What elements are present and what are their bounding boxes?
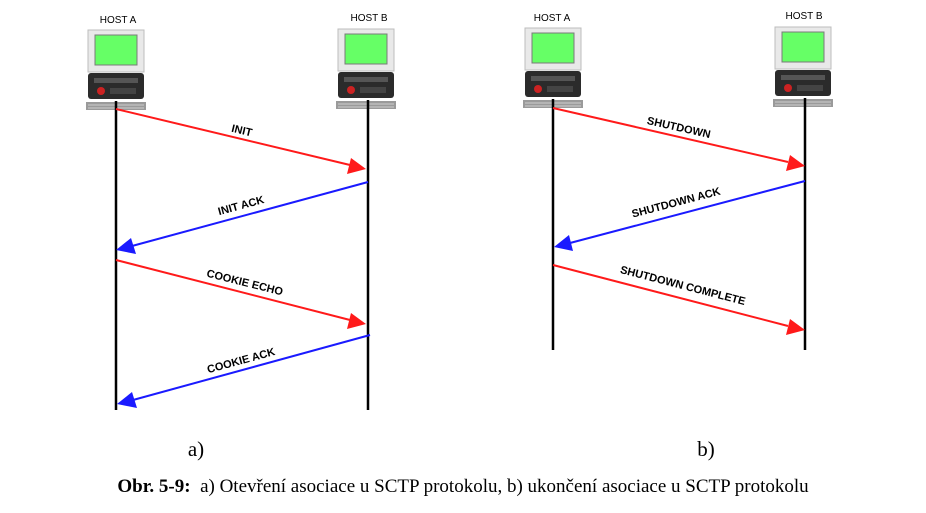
panel-a: HOST A HOST B INIT INIT ACK COOKIE ECHO …: [85, 13, 397, 461]
message-arrow: INIT ACK: [116, 181, 369, 254]
host-b-label: HOST B: [350, 13, 387, 24]
caption-prefix: Obr. 5-9:: [117, 476, 191, 497]
sctp-diagram: HOST A HOST B INIT INIT ACK COOKIE ECHO …: [85, 11, 834, 461]
message-label: COOKIE ACK: [206, 346, 277, 376]
message-arrow: SHUTDOWN: [552, 107, 805, 171]
message-arrow: INIT: [115, 108, 366, 174]
figure-caption: Obr. 5-9: a) Otevření asociace u SCTP pr…: [0, 476, 926, 498]
computer-icon: [522, 27, 584, 109]
computer-icon: [85, 29, 147, 111]
panel-a-subtitle: a): [188, 437, 204, 461]
message-label: INIT ACK: [217, 194, 266, 218]
computer-icon: [335, 28, 397, 110]
message-arrow: SHUTDOWN ACK: [554, 180, 806, 251]
message-arrow: COOKIE ACK: [117, 334, 371, 408]
host-b-label: HOST B: [785, 11, 822, 22]
message-arrow: SHUTDOWN COMPLETE: [552, 264, 805, 335]
panel-b: HOST A HOST B SHUTDOWN SHUTDOWN ACK SHUT…: [522, 11, 834, 461]
panel-b-subtitle: b): [697, 437, 715, 461]
message-arrow: COOKIE ECHO: [115, 259, 366, 329]
caption-text: a) Otevření asociace u SCTP protokolu, b…: [200, 476, 809, 497]
host-a-label: HOST A: [100, 15, 137, 26]
host-a-label: HOST A: [534, 13, 571, 24]
message-label: INIT: [230, 123, 253, 140]
computer-icon: [772, 26, 834, 108]
